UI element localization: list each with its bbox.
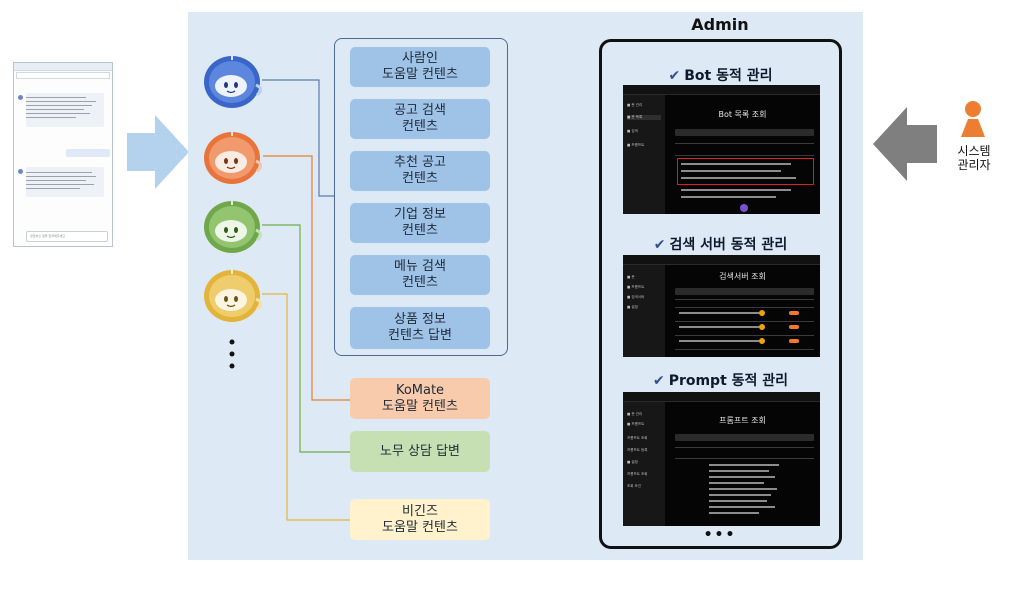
admin-section-bot-title: Bot 동적 관리 [684, 68, 773, 84]
search-server-screenshot: ■ 봇 ■ 프롬프트 ■ 검색서버 ■ 설정 검색서버 조회 [623, 255, 820, 357]
admin-section-prompt: ✔Prompt 동적 관리 [599, 370, 842, 390]
chat-window-screenshot: 궁금하신 점을 입력해주세요 [13, 62, 113, 247]
admin-title: Admin [691, 15, 749, 34]
prompt-management-screenshot: ■ 봇 관리 ■ 프롬프트 프롬프트 조회 프롬프트 등록 ■ 설정 프롬프트 … [623, 392, 820, 526]
more-admin-ellipsis: ••• [703, 527, 737, 543]
content-labor-consult: 노무 상담 답변 [350, 431, 490, 472]
content-biz-help: 비긴즈 도움말 컨텐츠 [350, 499, 490, 540]
admin-section-prompt-title: Prompt 동적 관리 [668, 373, 789, 389]
saramin-content-group [334, 38, 508, 356]
prompt-screen-title: 프롬프트 조회 [719, 416, 766, 425]
chat-user-message [66, 149, 110, 157]
content-komate-help: KoMate 도움말 컨텐츠 [350, 378, 490, 419]
chat-bot-avatar [18, 95, 23, 100]
check-icon: ✔ [668, 68, 681, 84]
admin-section-bot: ✔Bot 동적 관리 [599, 65, 842, 85]
admin-section-search: ✔검색 서버 동적 관리 [599, 234, 842, 254]
chatbot-yellow-icon [204, 270, 262, 322]
check-icon: ✔ [652, 373, 665, 389]
system-admin-label: 시스템 관리자 [957, 144, 991, 172]
content-menu-search: 메뉴 검색 컨텐츠 [350, 255, 490, 295]
chatbot-green-icon [204, 201, 262, 253]
chat-window-urlbar [16, 72, 110, 79]
content-recommended-jobs: 추천 공고 컨텐츠 [350, 151, 490, 191]
chatbot-blue-icon [204, 56, 262, 108]
check-icon: ✔ [653, 237, 666, 253]
chat-bot-message [26, 93, 104, 127]
arrow-right-icon [127, 115, 189, 189]
bot-screen-title: Bot 목록 조회 [718, 110, 767, 119]
bot-management-screenshot: ■ 봇 관리 ■ 봇 목록 ■ 검색 ■ 프롬프트 Bot 목록 조회 [623, 85, 820, 214]
content-company-info: 기업 정보 컨텐츠 [350, 203, 490, 243]
chat-input[interactable]: 궁금하신 점을 입력해주세요 [26, 231, 108, 242]
chat-bot-avatar [18, 169, 23, 174]
content-job-search: 공고 검색 컨텐츠 [350, 99, 490, 139]
content-product-info: 상품 정보 컨텐츠 답변 [350, 307, 490, 349]
arrow-left-icon [873, 107, 937, 181]
system-admin-person-icon [961, 101, 985, 137]
content-saramin-help: 사람인 도움말 컨텐츠 [350, 47, 490, 87]
chat-window-titlebar [14, 63, 112, 71]
admin-section-search-title: 검색 서버 동적 관리 [669, 237, 788, 253]
more-bots-ellipsis-icon [229, 339, 235, 369]
chatbot-orange-icon [204, 132, 262, 184]
search-screen-title: 검색서버 조회 [719, 272, 766, 281]
